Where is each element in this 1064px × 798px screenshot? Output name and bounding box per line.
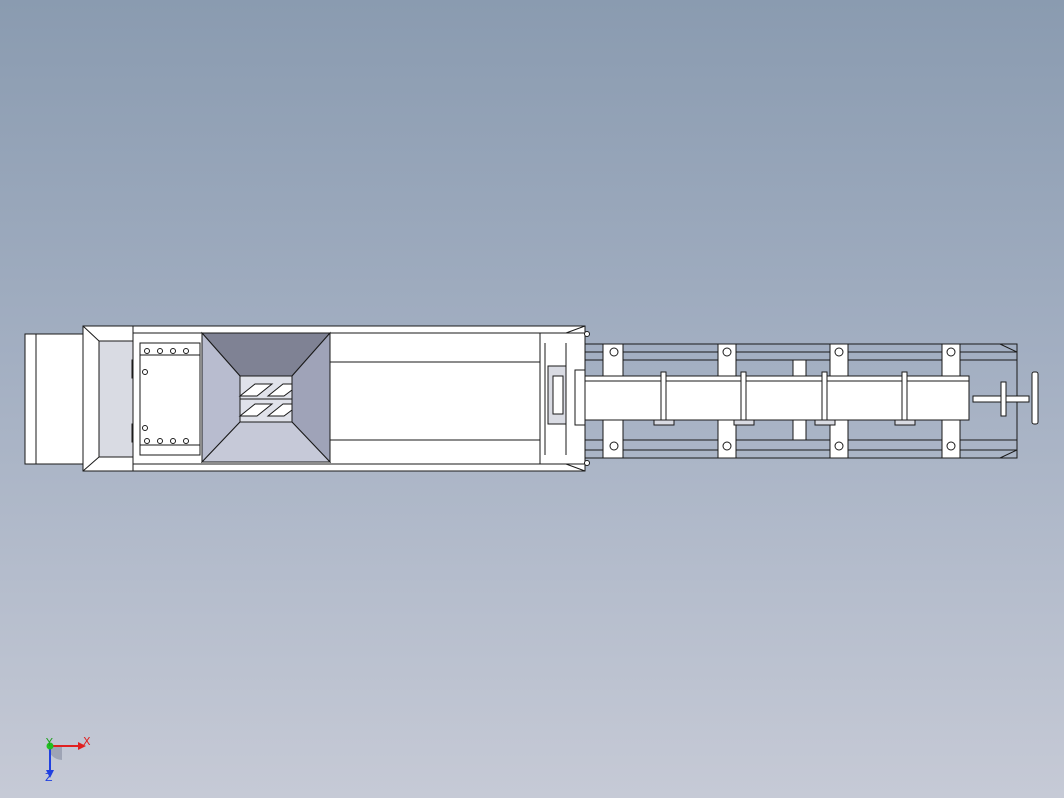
main-housing[interactable] xyxy=(132,325,586,472)
axis-triad xyxy=(46,742,86,778)
outlet-flange[interactable] xyxy=(547,365,586,426)
y-axis-label: Y xyxy=(46,736,53,749)
screw-flights xyxy=(238,383,293,417)
x-axis-label: X xyxy=(83,735,91,748)
support-hangers[interactable] xyxy=(653,371,916,426)
motor-block[interactable] xyxy=(24,325,134,472)
hopper[interactable] xyxy=(200,331,332,464)
z-arrow-head xyxy=(46,770,54,778)
housing-bolts xyxy=(142,331,590,466)
frame-bolts xyxy=(609,347,956,451)
conveyor-tube[interactable] xyxy=(584,375,970,421)
y-axis-dot xyxy=(46,742,54,750)
z-axis-label: Z xyxy=(45,771,53,784)
x-arrow-head xyxy=(78,742,86,750)
triad-shading xyxy=(48,746,62,760)
adjust-handle[interactable] xyxy=(972,371,1039,425)
